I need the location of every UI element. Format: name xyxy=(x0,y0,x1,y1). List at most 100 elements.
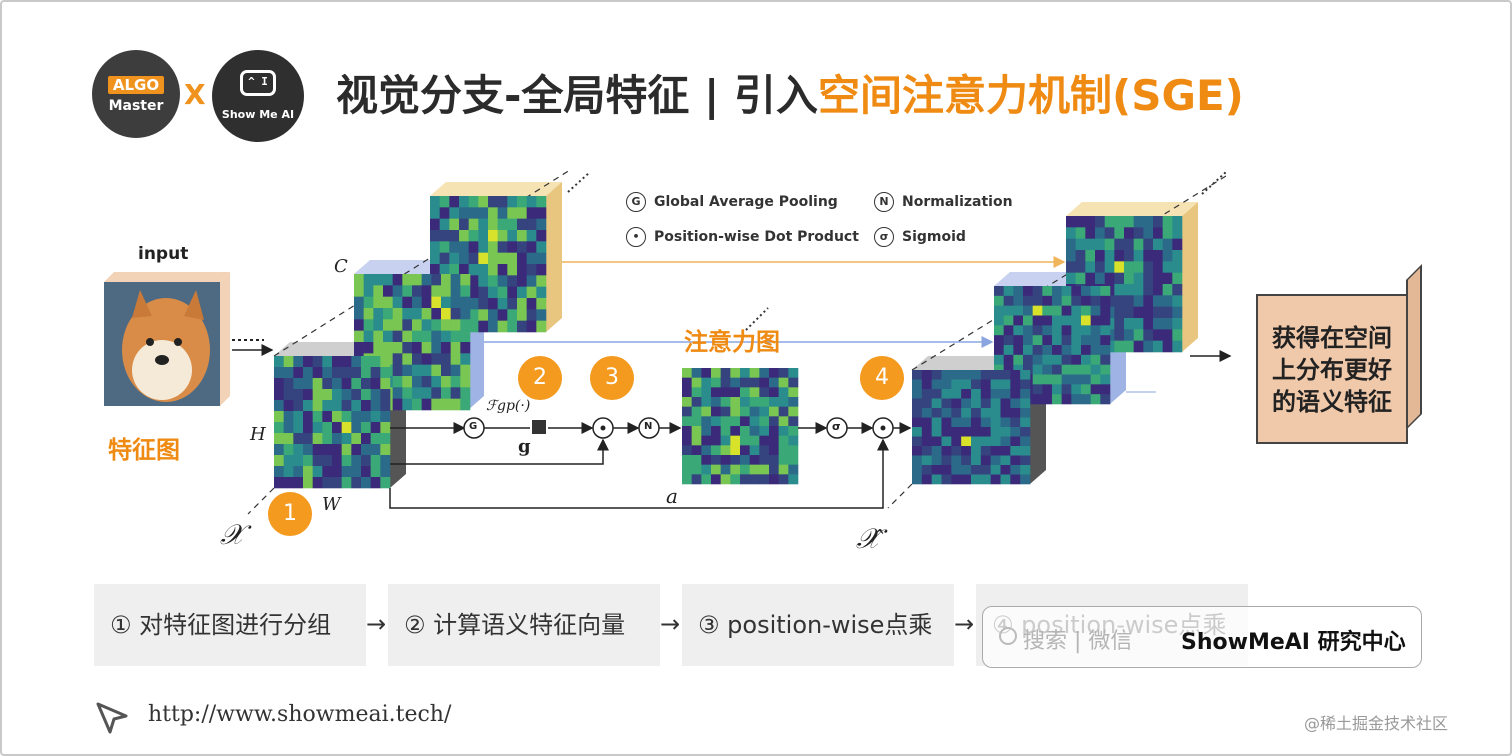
heatmap-cell xyxy=(711,397,721,407)
vector-g-block xyxy=(532,420,546,434)
heatmap-cell xyxy=(1013,295,1024,306)
step-box-1: ① 对特征图进行分组 xyxy=(94,584,366,666)
heatmap-cell xyxy=(1020,455,1031,466)
heatmap-cell xyxy=(402,387,413,399)
heatmap-cell xyxy=(373,342,384,354)
heatmap-cell xyxy=(293,466,304,478)
heatmap-cell xyxy=(497,309,508,321)
heatmap-cell xyxy=(412,364,422,377)
page-title: 视觉分支-全局特征 | 引入空间注意力机制(SGE) xyxy=(336,62,1244,123)
heatmap-cell xyxy=(1133,238,1144,251)
step-marker-1: 1 xyxy=(268,492,312,536)
heatmap-cell xyxy=(274,444,284,456)
heatmap-cell xyxy=(720,397,731,407)
heatmap-cell xyxy=(392,319,403,331)
heatmap-cell xyxy=(517,196,527,208)
heatmap-cell xyxy=(1066,261,1076,273)
heatmap-cell xyxy=(720,416,731,427)
heatmap-cell xyxy=(1124,227,1134,239)
heatmap-cell xyxy=(392,274,403,286)
heatmap-cell xyxy=(931,370,942,380)
heatmap-cell xyxy=(749,406,760,417)
heatmap-cell xyxy=(740,368,750,378)
heatmap-cell xyxy=(740,397,750,407)
heatmap-cell xyxy=(1172,306,1183,319)
heatmap-cell xyxy=(740,426,750,436)
heatmap-cell xyxy=(990,398,1001,409)
heatmap-cell xyxy=(778,464,789,475)
heatmap-cell xyxy=(507,298,518,310)
heatmap-cell xyxy=(450,342,461,354)
heatmap-cell xyxy=(1143,306,1154,319)
heatmap-cell xyxy=(478,218,489,231)
heatmap-cell xyxy=(1042,335,1053,346)
heatmap-cell xyxy=(354,308,364,320)
node-n-symbol: N xyxy=(644,421,653,432)
heatmap-cell xyxy=(421,296,432,309)
heatmap-cell xyxy=(941,474,952,485)
heatmap-cell xyxy=(322,411,333,423)
heatmap-cell xyxy=(392,398,403,411)
heatmap-cell xyxy=(1172,250,1183,262)
heatmap-cell xyxy=(961,379,972,390)
heatmap-cell xyxy=(1071,345,1082,356)
axis-h: H xyxy=(250,424,266,445)
heatmap-cell xyxy=(354,319,364,331)
heatmap-cell xyxy=(459,230,469,242)
heatmap-cell xyxy=(682,464,692,475)
heatmap-cell xyxy=(1095,216,1105,228)
heatmap-cell xyxy=(303,367,313,379)
heatmap-cell xyxy=(1081,295,1091,306)
heatmap-cell xyxy=(1153,318,1163,330)
heatmap-cell xyxy=(951,370,962,380)
heatmap-cell xyxy=(769,464,779,475)
heatmap-cell xyxy=(497,275,508,287)
heatmap-cell xyxy=(921,455,932,466)
heatmap-cell xyxy=(332,466,342,478)
heatmap-cell xyxy=(1052,286,1062,297)
heatmap-cell xyxy=(711,455,721,465)
heatmap-cell xyxy=(363,319,374,331)
heatmap-cell xyxy=(431,342,442,354)
heatmap-cell xyxy=(274,433,284,445)
footer-url-link[interactable]: http://www.showmeai.tech/ xyxy=(148,702,452,727)
heatmap-cell xyxy=(392,376,403,388)
heatmap-cell xyxy=(449,196,460,208)
heatmap-cell xyxy=(1003,364,1014,375)
heatmap-cell xyxy=(468,298,479,310)
heatmap-cell xyxy=(980,446,991,456)
heatmap-cell xyxy=(961,408,972,418)
heatmap-cell xyxy=(1013,354,1024,365)
heatmap-cell xyxy=(370,356,381,368)
heatmap-cell xyxy=(1075,272,1086,285)
heatmap-cell xyxy=(1143,295,1154,307)
heatmap-cell xyxy=(450,364,461,377)
heatmap-cell xyxy=(439,230,450,242)
heatmap-cell xyxy=(961,474,972,485)
heatmap-cell xyxy=(322,378,333,390)
heatmap-cell xyxy=(507,286,518,299)
heatmap-cell xyxy=(361,411,371,423)
heatmap-cell xyxy=(701,406,712,417)
heatmap-cell xyxy=(921,398,932,409)
heatmap-cell xyxy=(1010,370,1021,380)
title-accent: 空间注意力机制 xyxy=(818,71,1113,120)
heatmap-cell xyxy=(497,218,508,231)
heatmap-cell xyxy=(332,411,342,423)
heatmap-cell xyxy=(1153,284,1163,296)
heatmap-cell xyxy=(478,241,489,253)
heatmap-cell xyxy=(303,411,313,423)
heatmap-cell xyxy=(351,433,362,445)
heatmap-cell xyxy=(430,252,440,265)
heatmap-cell xyxy=(351,356,362,368)
heatmap-cell xyxy=(421,285,432,297)
heatmap-cell xyxy=(951,417,962,428)
heatmap-cell xyxy=(951,408,962,418)
heatmap-cell xyxy=(682,455,692,465)
heatmap-cell xyxy=(788,435,799,446)
heatmap-cell xyxy=(402,342,413,354)
heatmap-cell xyxy=(517,275,527,287)
heatmap-cell xyxy=(412,387,422,399)
heatmap-cell xyxy=(459,207,469,219)
result-line-2: 上分布更好 xyxy=(1272,356,1392,384)
